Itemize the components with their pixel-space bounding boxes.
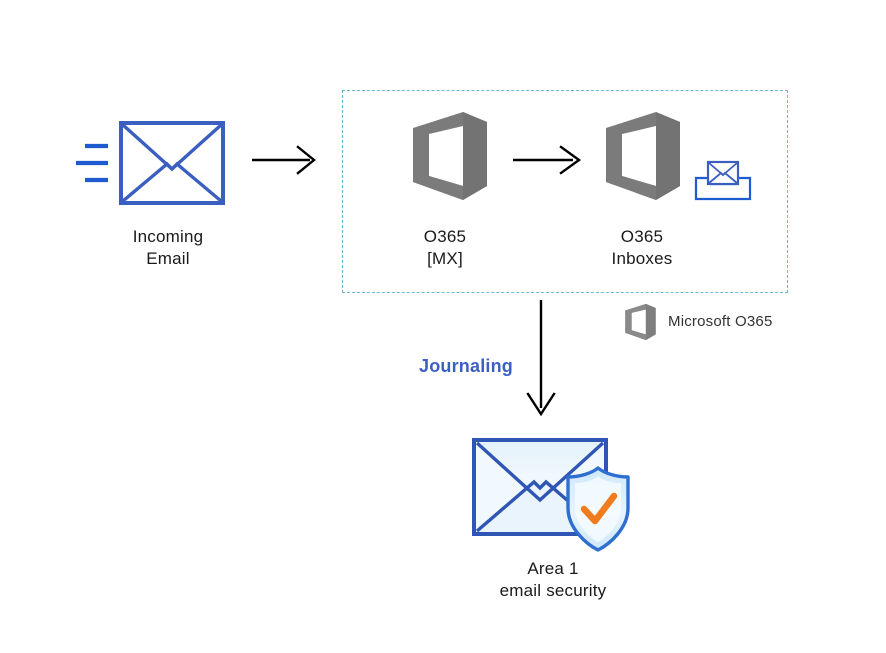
legend-label: Microsoft O365 xyxy=(668,313,773,330)
envelope-icon xyxy=(76,121,225,205)
arrow-mx-to-inboxes xyxy=(513,142,585,178)
office365-icon xyxy=(606,112,680,200)
area1-label: Area 1 email security xyxy=(499,559,607,600)
o365-inbox-tray xyxy=(694,157,752,201)
office365-icon xyxy=(625,303,656,341)
journaling-label: Journaling xyxy=(419,356,514,376)
area1-node xyxy=(468,432,634,554)
secure-email-shield-icon xyxy=(472,438,630,552)
incoming-email-label: Incoming Email xyxy=(132,227,204,268)
arrow-right-icon xyxy=(513,145,582,175)
office365-icon xyxy=(413,112,487,200)
arrow-down-icon xyxy=(526,300,556,417)
o365-inboxes-label: O365 Inboxes xyxy=(611,227,673,268)
o365-boundary-box xyxy=(342,90,788,293)
o365-mx-label: O365 [MX] xyxy=(423,227,467,268)
arrow-inboxes-to-area1 xyxy=(522,300,562,420)
arrow-right-icon xyxy=(252,145,316,175)
inbox-tray-icon xyxy=(694,160,752,201)
arrow-incoming-to-mx xyxy=(252,142,320,178)
o365-inboxes-node xyxy=(598,110,686,202)
incoming-email-node xyxy=(74,118,234,210)
legend-o365-icon-wrap xyxy=(620,303,660,341)
o365-mx-node xyxy=(405,110,493,202)
